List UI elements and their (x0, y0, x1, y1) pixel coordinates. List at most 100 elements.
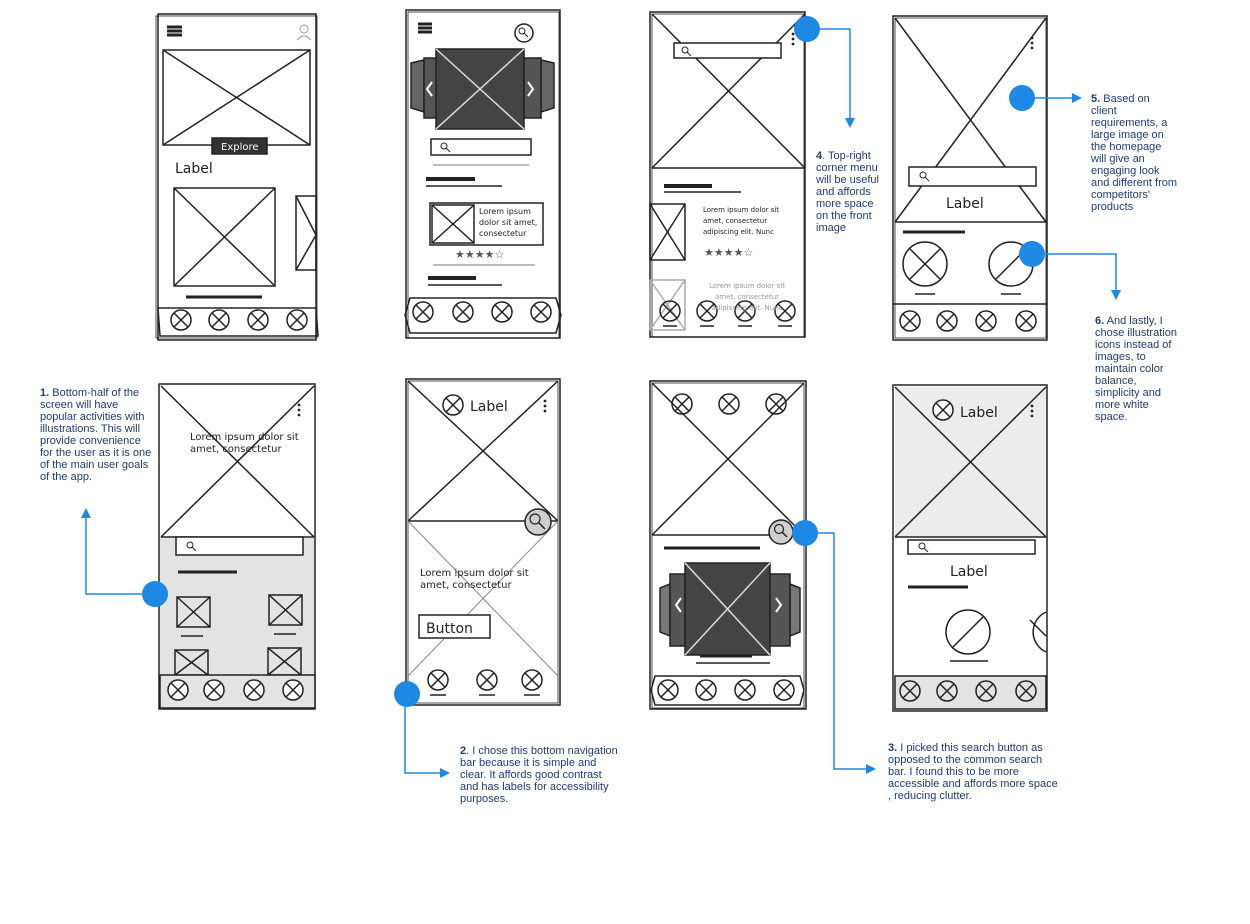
marker-4 (794, 16, 820, 42)
search-bar[interactable] (908, 166, 1037, 187)
search-bar[interactable] (430, 138, 532, 156)
marker-5 (1009, 85, 1035, 111)
nav-icon[interactable] (774, 300, 796, 322)
carousel-next-slide (789, 582, 801, 638)
connector-6 (1044, 253, 1121, 300)
nav-icon[interactable] (491, 301, 513, 323)
bottom-nav (159, 674, 316, 709)
carousel-image-placeholder (684, 562, 771, 656)
nav-icon[interactable] (657, 679, 679, 701)
annotation-2-text: . I chose this bottom navigation bar bec… (460, 745, 618, 805)
nav-icon[interactable] (659, 300, 681, 322)
nav-icon[interactable] (530, 301, 552, 323)
search-button[interactable] (768, 519, 794, 545)
image-placeholder-faded (649, 279, 686, 331)
nav-icon[interactable] (427, 669, 449, 691)
bottom-nav (659, 300, 796, 327)
annotation-1: 1. Bottom-half of the screen will have p… (40, 387, 152, 483)
illustration-icon-partial (1029, 611, 1047, 653)
nav-icon[interactable] (975, 310, 997, 332)
activity-illustration (176, 596, 211, 628)
chevron-left-icon[interactable] (674, 597, 682, 613)
nav-icon[interactable] (476, 669, 498, 691)
explore-button[interactable] (211, 137, 268, 155)
nav-icon[interactable] (773, 679, 795, 701)
rating-stars: ★★★★☆ (704, 246, 753, 259)
button-label: Button (426, 621, 473, 637)
category-icon (671, 393, 693, 415)
category-icon (718, 393, 740, 415)
connector-2 (404, 707, 450, 778)
annotation-5: 5. Based on client requirements, a large… (1091, 93, 1177, 213)
nav-icon[interactable] (203, 679, 225, 701)
button[interactable] (418, 614, 491, 639)
marker-3 (792, 520, 818, 546)
wireframe-screen-8 (892, 384, 1048, 712)
nav-icon[interactable] (247, 309, 269, 331)
annotation-3-number: 3. (888, 742, 898, 754)
carousel-prev-slide (410, 59, 425, 114)
card[interactable] (429, 202, 544, 246)
annotation-3-text: I picked this search button as opposed t… (888, 742, 1058, 802)
nav-icon[interactable] (452, 301, 474, 323)
section-label: Label (175, 161, 213, 177)
image-placeholder-lower (407, 520, 559, 677)
annotation-2-number: 2 (460, 745, 467, 757)
search-icon[interactable] (514, 23, 534, 43)
annotation-1-number: 1. (40, 387, 50, 399)
category-icon (442, 394, 464, 416)
nav-icon[interactable] (412, 301, 434, 323)
annotation-6: 6. And lastly, I chose illustration icon… (1095, 315, 1177, 423)
kebab-menu-icon[interactable] (297, 403, 301, 417)
marker-2 (394, 681, 420, 707)
nav-icon[interactable] (734, 679, 756, 701)
nav-icon[interactable] (936, 310, 958, 332)
nav-icon[interactable] (243, 679, 265, 701)
kebab-menu-icon[interactable] (791, 32, 795, 46)
section-label: Label (950, 564, 988, 580)
wireframe-screen-7 (649, 380, 807, 710)
marker-1 (142, 581, 168, 607)
nav-icon[interactable] (899, 310, 921, 332)
chevron-right-icon[interactable] (527, 81, 535, 97)
nav-icon[interactable] (286, 309, 308, 331)
activity-illustration (174, 649, 209, 676)
bottom-nav (404, 297, 562, 334)
hero-image-placeholder (651, 13, 806, 169)
kebab-menu-icon[interactable] (1030, 36, 1034, 50)
wireframe-screen-2 (404, 9, 562, 339)
nav-icon[interactable] (899, 680, 921, 702)
search-bar[interactable] (673, 42, 782, 59)
search-bar[interactable] (175, 536, 304, 556)
annotation-4: 4. Top-right corner menu will be useful … (816, 150, 884, 234)
image-placeholder (173, 187, 276, 287)
annotation-3: 3. I picked this search button as oppose… (888, 742, 1063, 802)
rating-stars: ★★★★☆ (455, 248, 504, 261)
nav-icon[interactable] (1015, 680, 1037, 702)
annotation-5-text: Based on client requirements, a large im… (1091, 93, 1178, 213)
kebab-menu-icon[interactable] (1030, 404, 1034, 418)
hero-text: Lorem ipsum dolor sit amet, consectetur (420, 568, 529, 591)
nav-icon[interactable] (975, 680, 997, 702)
nav-icon[interactable] (734, 300, 756, 322)
marker-6 (1019, 241, 1045, 267)
nav-icon[interactable] (695, 679, 717, 701)
nav-icon[interactable] (936, 680, 958, 702)
search-bar[interactable] (907, 539, 1036, 555)
connector-1 (81, 508, 142, 595)
chevron-left-icon[interactable] (425, 81, 433, 97)
annotation-1-text: Bottom-half of the screen will have popu… (40, 387, 152, 483)
nav-icon[interactable] (1015, 310, 1037, 332)
kebab-menu-icon[interactable] (543, 399, 547, 413)
activity-illustration (268, 594, 303, 626)
nav-icon[interactable] (521, 669, 543, 691)
nav-icon[interactable] (282, 679, 304, 701)
nav-icon[interactable] (167, 679, 189, 701)
body-text: Lorem ipsum dolor sit amet, consectetur … (703, 206, 780, 236)
search-button[interactable] (524, 508, 552, 536)
nav-icon[interactable] (170, 309, 192, 331)
nav-icon[interactable] (208, 309, 230, 331)
wireframe-screen-1 (155, 13, 319, 341)
chevron-right-icon[interactable] (775, 597, 783, 613)
nav-icon[interactable] (696, 300, 718, 322)
